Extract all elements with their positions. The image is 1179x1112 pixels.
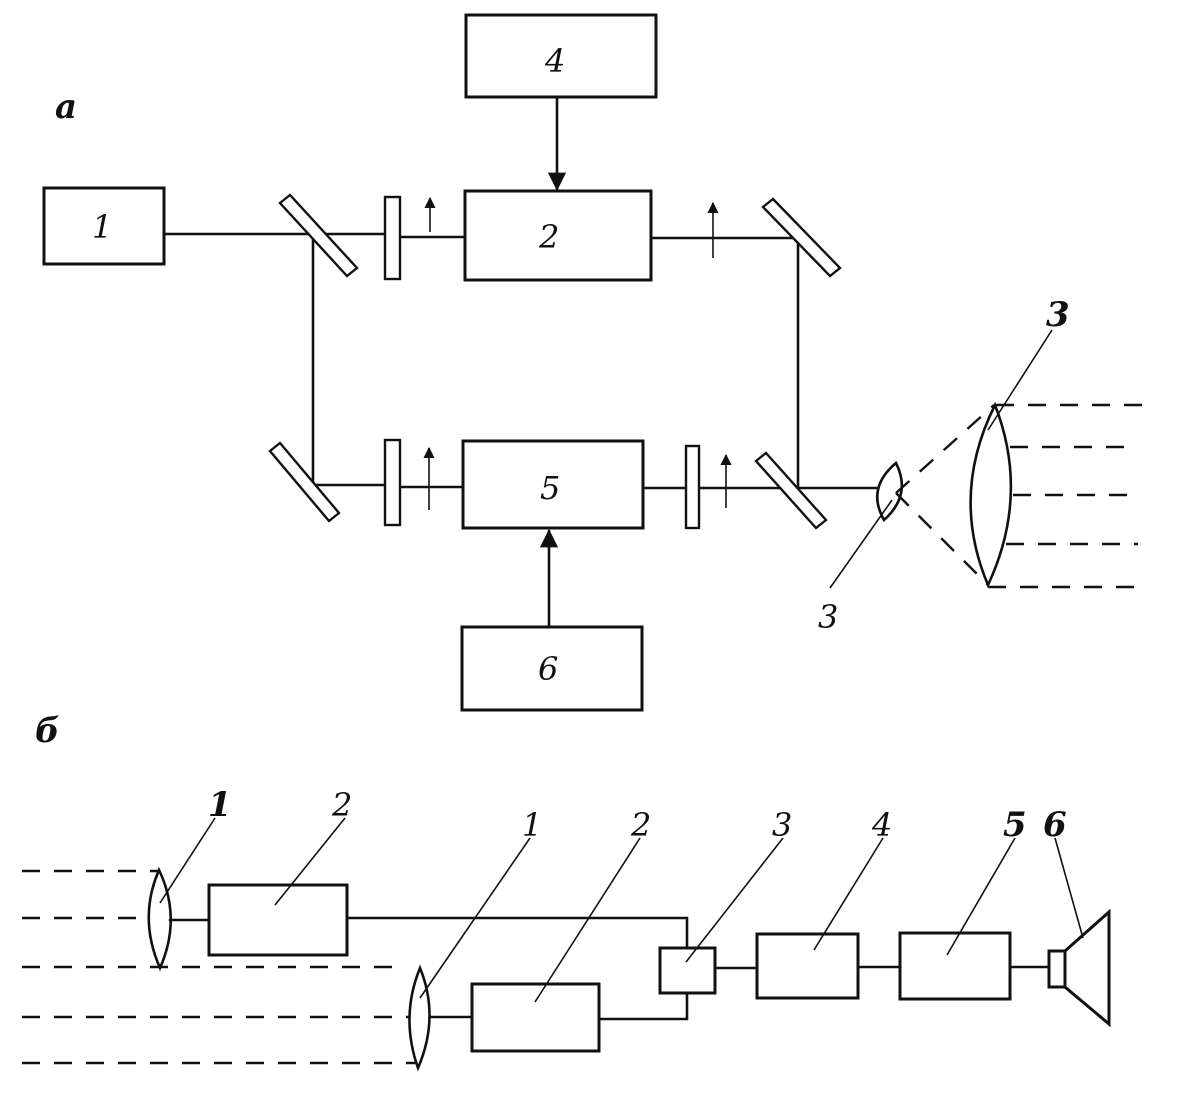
ray-cone-upper xyxy=(895,404,995,494)
label-block-5: 5 xyxy=(540,469,560,507)
large-lens xyxy=(969,401,1013,589)
wire-detector-lower-mixer xyxy=(597,991,689,1021)
label-detector-1: 2 xyxy=(331,786,352,824)
receiver-lens-2 xyxy=(408,964,431,1072)
label-block-6: 6 xyxy=(538,650,558,688)
leader-block5 xyxy=(946,837,1016,956)
label-mixer: 3 xyxy=(772,806,792,844)
block-1-laser xyxy=(42,186,166,266)
leader-speaker xyxy=(1054,837,1084,939)
label-block-4: 4 xyxy=(544,42,565,80)
leader-block4 xyxy=(813,837,884,951)
leader-mixer xyxy=(685,837,784,963)
phase-plate-2 xyxy=(383,438,402,527)
label-speaker: 6 xyxy=(1043,805,1067,845)
phase-plate-1 xyxy=(383,195,402,281)
block-5-modulator xyxy=(461,439,645,530)
leader-detector-lower xyxy=(534,837,641,1003)
block-4-generator xyxy=(464,13,658,99)
label-lens-1: 1 xyxy=(208,785,232,825)
label-block-5-b: 5 xyxy=(1003,805,1027,845)
label-block-4-b: 4 xyxy=(871,806,892,844)
detector-2-lower xyxy=(470,982,601,1053)
leader-lens-2 xyxy=(419,837,531,999)
block-4 xyxy=(755,932,860,1000)
leader-small-lens xyxy=(829,499,893,589)
label-detector-2: 2 xyxy=(630,806,651,844)
leader-detector-upper xyxy=(274,817,346,906)
block-3-mixer xyxy=(658,946,717,995)
beam-splitter-mirror xyxy=(278,193,359,278)
label-block-1: 1 xyxy=(92,208,112,246)
mirror-combiner xyxy=(754,451,828,530)
label-block-2: 2 xyxy=(538,218,559,256)
receiver-lens-1 xyxy=(147,866,173,972)
panel-b: б 1 xyxy=(22,711,1111,1072)
label-lens-2: 1 xyxy=(522,806,542,844)
mirror-upper-right xyxy=(761,197,842,278)
label-large-lens: 3 xyxy=(1046,295,1070,335)
wire-detector-upper-mixer xyxy=(345,916,689,950)
label-small-lens: 3 xyxy=(818,598,838,636)
ray-cone-lower xyxy=(895,492,989,586)
leader-large-lens xyxy=(987,329,1053,431)
panel-a-tag: а xyxy=(55,87,77,127)
speaker-magnet xyxy=(1047,949,1067,989)
block-2-modulator xyxy=(463,189,653,282)
panel-a: а 1 4 2 5 6 xyxy=(42,13,1150,712)
leader-lens-1 xyxy=(159,817,216,904)
detector-2-upper xyxy=(207,883,349,957)
phase-plate-3 xyxy=(684,444,701,530)
small-lens xyxy=(876,460,904,523)
block-5 xyxy=(898,931,1012,1001)
speaker-cone xyxy=(1063,908,1111,1028)
panel-b-tag: б xyxy=(35,711,60,751)
block-6-generator xyxy=(460,625,644,712)
mirror-lower-left xyxy=(268,441,341,523)
